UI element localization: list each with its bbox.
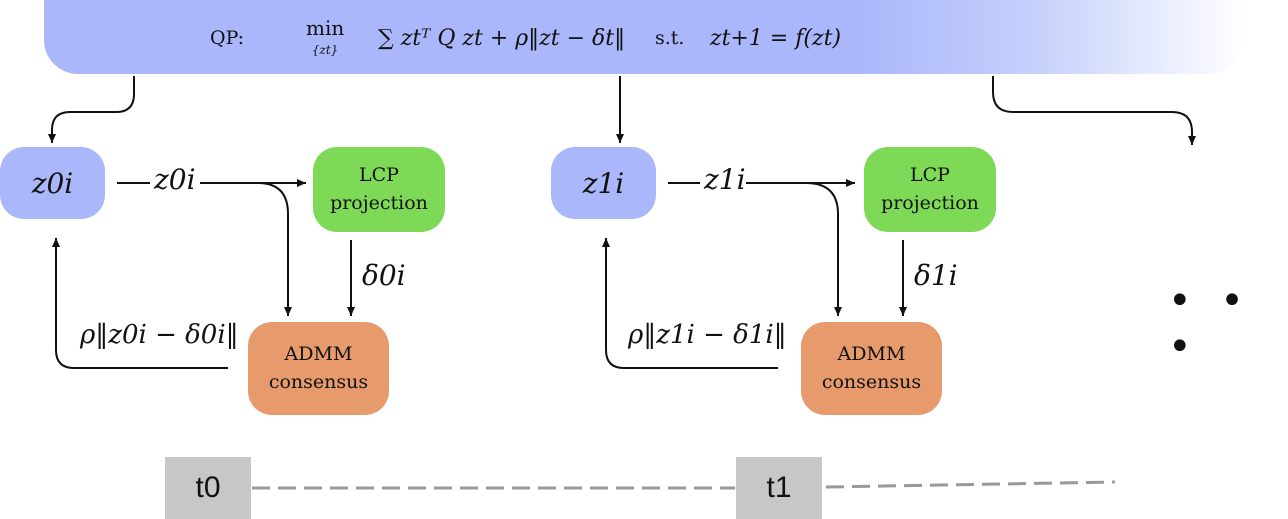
continuation-ellipsis: • • •: [1168, 278, 1252, 370]
lcp-projection-node-0: LCP projection: [313, 147, 445, 232]
banner-to-next-arrow: [992, 76, 1196, 145]
time-box-t0: t0: [165, 457, 251, 519]
qp-objective: ∑ ztᵀ Q zt + ρ‖zt − δt‖: [378, 25, 626, 51]
delta0-label: δ0i: [362, 259, 406, 292]
lcp-label-0-line2: projection: [330, 191, 428, 214]
qp-label: QP:: [210, 27, 245, 49]
z0-edge-label: z0i: [154, 163, 196, 196]
admm0-feedback-arrow: [52, 238, 228, 369]
qp-min: min {zt}: [306, 18, 344, 58]
lcp-label-1-line2: projection: [881, 191, 979, 214]
admm-label-0-line1: ADMM: [284, 342, 353, 365]
time-box-t1: t1: [736, 457, 822, 519]
z1-edge-label: z1i: [704, 163, 746, 196]
feedback1-label: ρ‖z1i − δ1i‖: [628, 320, 787, 350]
lcp-label-1-line1: LCP: [910, 163, 950, 186]
feedback0-label: ρ‖z0i − δ0i‖: [80, 320, 239, 350]
qp-subject-to: s.t.: [655, 27, 685, 49]
admm-label-1-line1: ADMM: [837, 342, 906, 365]
admm-label-1-line2: consensus: [821, 370, 922, 393]
admm-consensus-node-1: ADMM consensus: [801, 322, 942, 415]
z0-node: z0i: [0, 147, 105, 219]
delta1-label: δ1i: [914, 259, 958, 292]
qp-min-operator: min: [306, 16, 345, 40]
admm-label-0-line2: consensus: [268, 370, 369, 393]
banner-to-z0-arrow: [48, 76, 135, 143]
admm1-feedback-arrow: [602, 238, 778, 369]
z1-node: z1i: [551, 147, 656, 219]
qp-min-subscript: {zt}: [311, 43, 339, 57]
lcp-label-0-line1: LCP: [359, 163, 399, 186]
z1-to-admm-arrow: [738, 182, 842, 316]
admm-consensus-node-0: ADMM consensus: [248, 322, 389, 415]
timeline-dashes-2: [825, 480, 1116, 489]
qp-constraint: zt+1 = f(zt): [710, 25, 842, 51]
lcp-projection-node-1: LCP projection: [864, 147, 996, 232]
qp-banner: [44, 0, 1244, 74]
z0-to-admm-arrow: [200, 182, 292, 316]
